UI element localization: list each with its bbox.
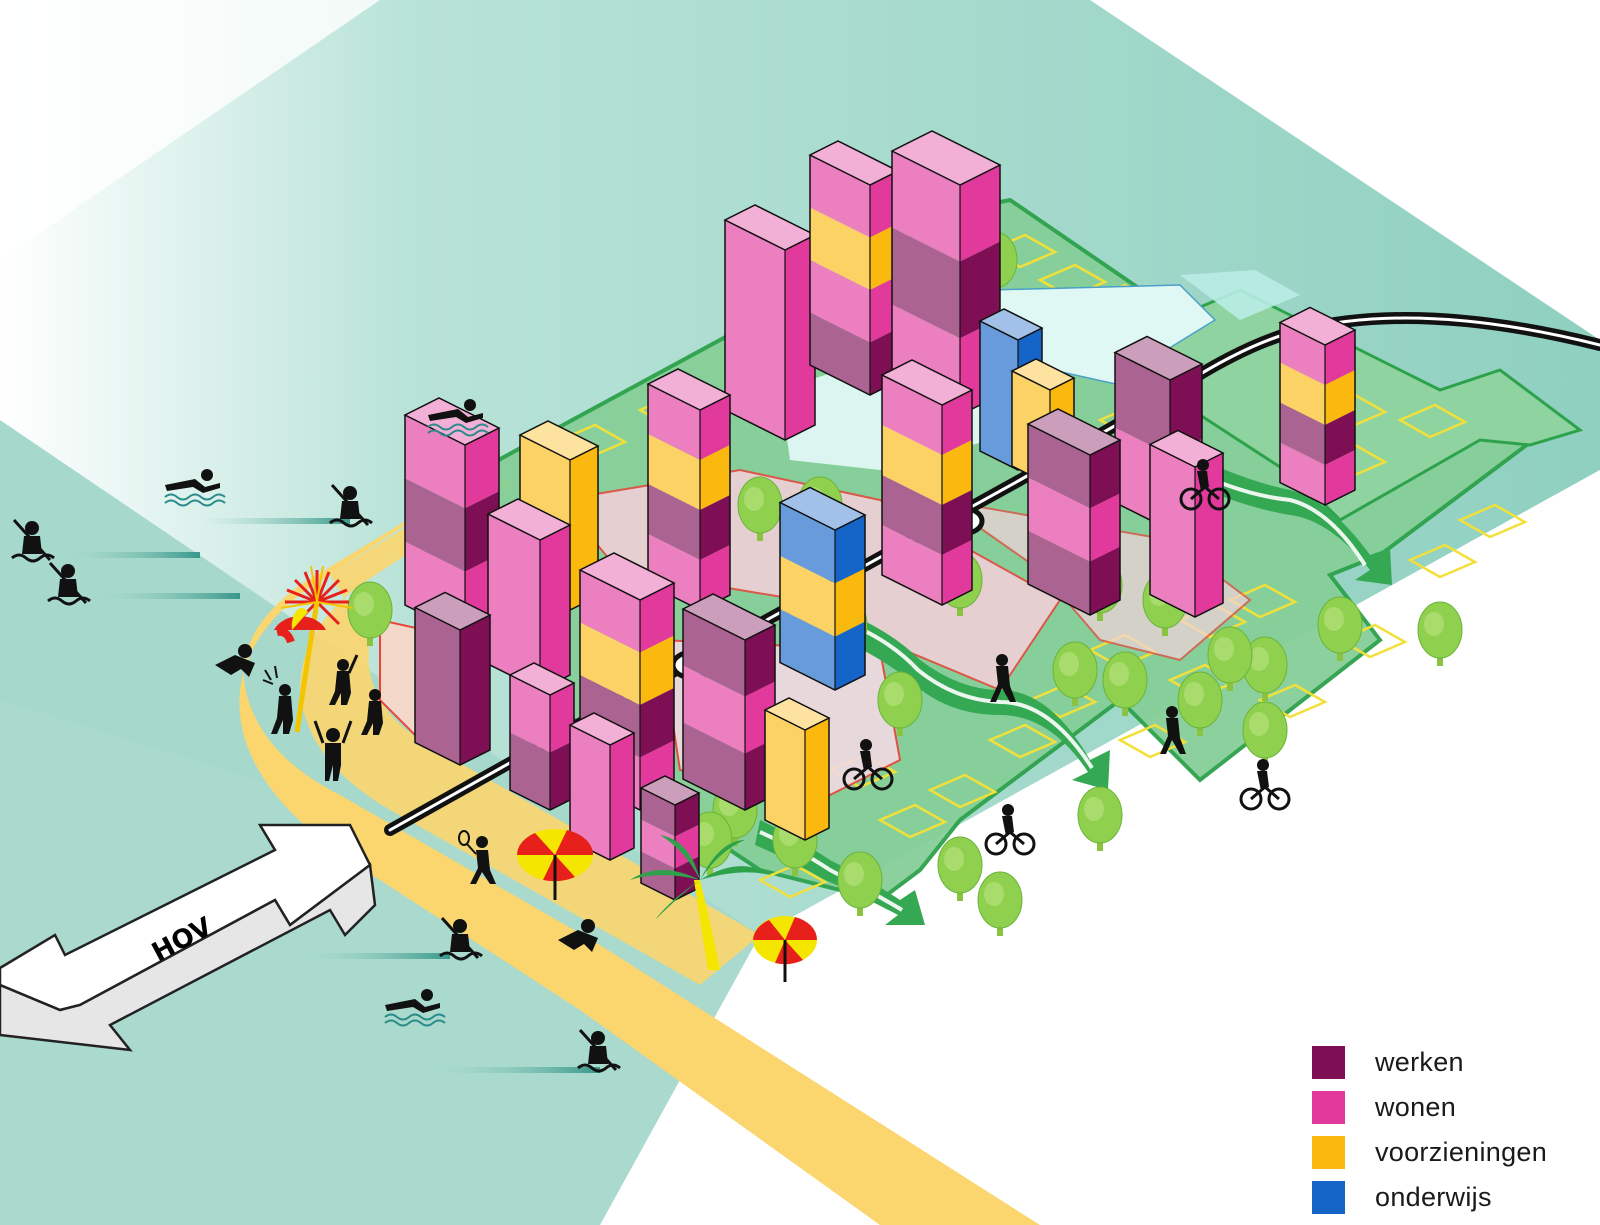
tree-icon xyxy=(1052,641,1098,706)
legend-label: werken xyxy=(1375,1047,1464,1077)
building xyxy=(723,204,817,441)
party-people-icon xyxy=(329,654,359,705)
legend-item-werken: werken xyxy=(1312,1040,1582,1085)
diver-icon xyxy=(215,644,255,677)
tree-icon xyxy=(347,581,393,646)
building xyxy=(568,712,636,861)
pedestrian-icon xyxy=(1160,706,1186,754)
swimmer-icon xyxy=(384,989,446,1027)
legend-swatch xyxy=(1312,1181,1345,1214)
cyclist-icon xyxy=(1179,459,1231,511)
building xyxy=(808,140,900,396)
tennis-player-icon xyxy=(458,830,496,884)
building xyxy=(578,552,676,811)
tree-icon xyxy=(1417,601,1463,666)
legend-swatch xyxy=(1312,1046,1345,1079)
tree-icon xyxy=(937,836,983,901)
kayaker-icon xyxy=(47,561,91,606)
buildings xyxy=(403,130,1357,901)
building xyxy=(646,368,732,611)
cyclist-icon xyxy=(984,804,1036,856)
tree-icon xyxy=(1317,596,1363,661)
tree-icon xyxy=(1207,626,1253,691)
building xyxy=(1026,408,1122,616)
cyclist-icon xyxy=(1239,759,1291,811)
tree-icon xyxy=(1242,701,1288,766)
pedestrian-icon xyxy=(990,654,1016,702)
parasol-icon xyxy=(517,829,594,900)
building xyxy=(508,662,576,811)
fireworks-icon xyxy=(276,565,354,733)
building xyxy=(1148,429,1225,618)
swimmer-icon xyxy=(164,469,226,507)
legend: werken wonen voorzieningen onderwijs xyxy=(1312,1040,1582,1220)
palm-tree-icon xyxy=(630,835,770,970)
party-people-icon xyxy=(361,689,383,735)
tree-icon xyxy=(1102,651,1148,716)
building xyxy=(880,359,974,606)
parasol-icon xyxy=(274,608,326,630)
building xyxy=(1278,306,1357,506)
legend-label: voorzieningen xyxy=(1375,1137,1548,1167)
tree-icon xyxy=(1077,786,1123,851)
legend-label: onderwijs xyxy=(1375,1182,1492,1212)
building xyxy=(890,130,1002,416)
legend-swatch xyxy=(1312,1136,1345,1169)
swimmer-icon xyxy=(427,399,489,437)
building xyxy=(681,593,777,811)
kayaker-icon xyxy=(577,1028,621,1073)
building xyxy=(778,486,867,691)
party-people-icon xyxy=(262,665,293,734)
tree-icon xyxy=(877,671,923,736)
building xyxy=(639,775,701,901)
land-area xyxy=(760,470,1600,1225)
legend-item-voorzieningen: voorzieningen xyxy=(1312,1130,1582,1175)
building xyxy=(413,591,492,766)
tree-icon xyxy=(1242,636,1288,701)
kayaker-icon xyxy=(11,518,55,563)
activity-icons xyxy=(11,399,1291,1073)
legend-item-wonen: wonen xyxy=(1312,1085,1582,1130)
tree-icon xyxy=(1177,671,1223,736)
legend-swatch xyxy=(1312,1091,1345,1124)
diver-icon xyxy=(558,919,598,952)
hov-arrow: HOV xyxy=(0,823,377,1052)
beach-strip xyxy=(239,482,1040,1225)
water-wakes xyxy=(60,518,600,1073)
building xyxy=(486,498,572,691)
legend-item-onderwijs: onderwijs xyxy=(1312,1175,1582,1220)
cyclist-icon xyxy=(842,739,894,791)
legend-label: wonen xyxy=(1375,1092,1457,1122)
party-people-icon xyxy=(313,720,353,781)
tree-icon xyxy=(837,851,883,916)
parasol-icon xyxy=(753,916,818,982)
tree-icon xyxy=(737,476,783,541)
kayaker-icon xyxy=(329,483,373,528)
kayaker-icon xyxy=(439,916,483,961)
building xyxy=(403,397,501,636)
tree-icon xyxy=(977,871,1023,936)
building xyxy=(763,697,831,841)
